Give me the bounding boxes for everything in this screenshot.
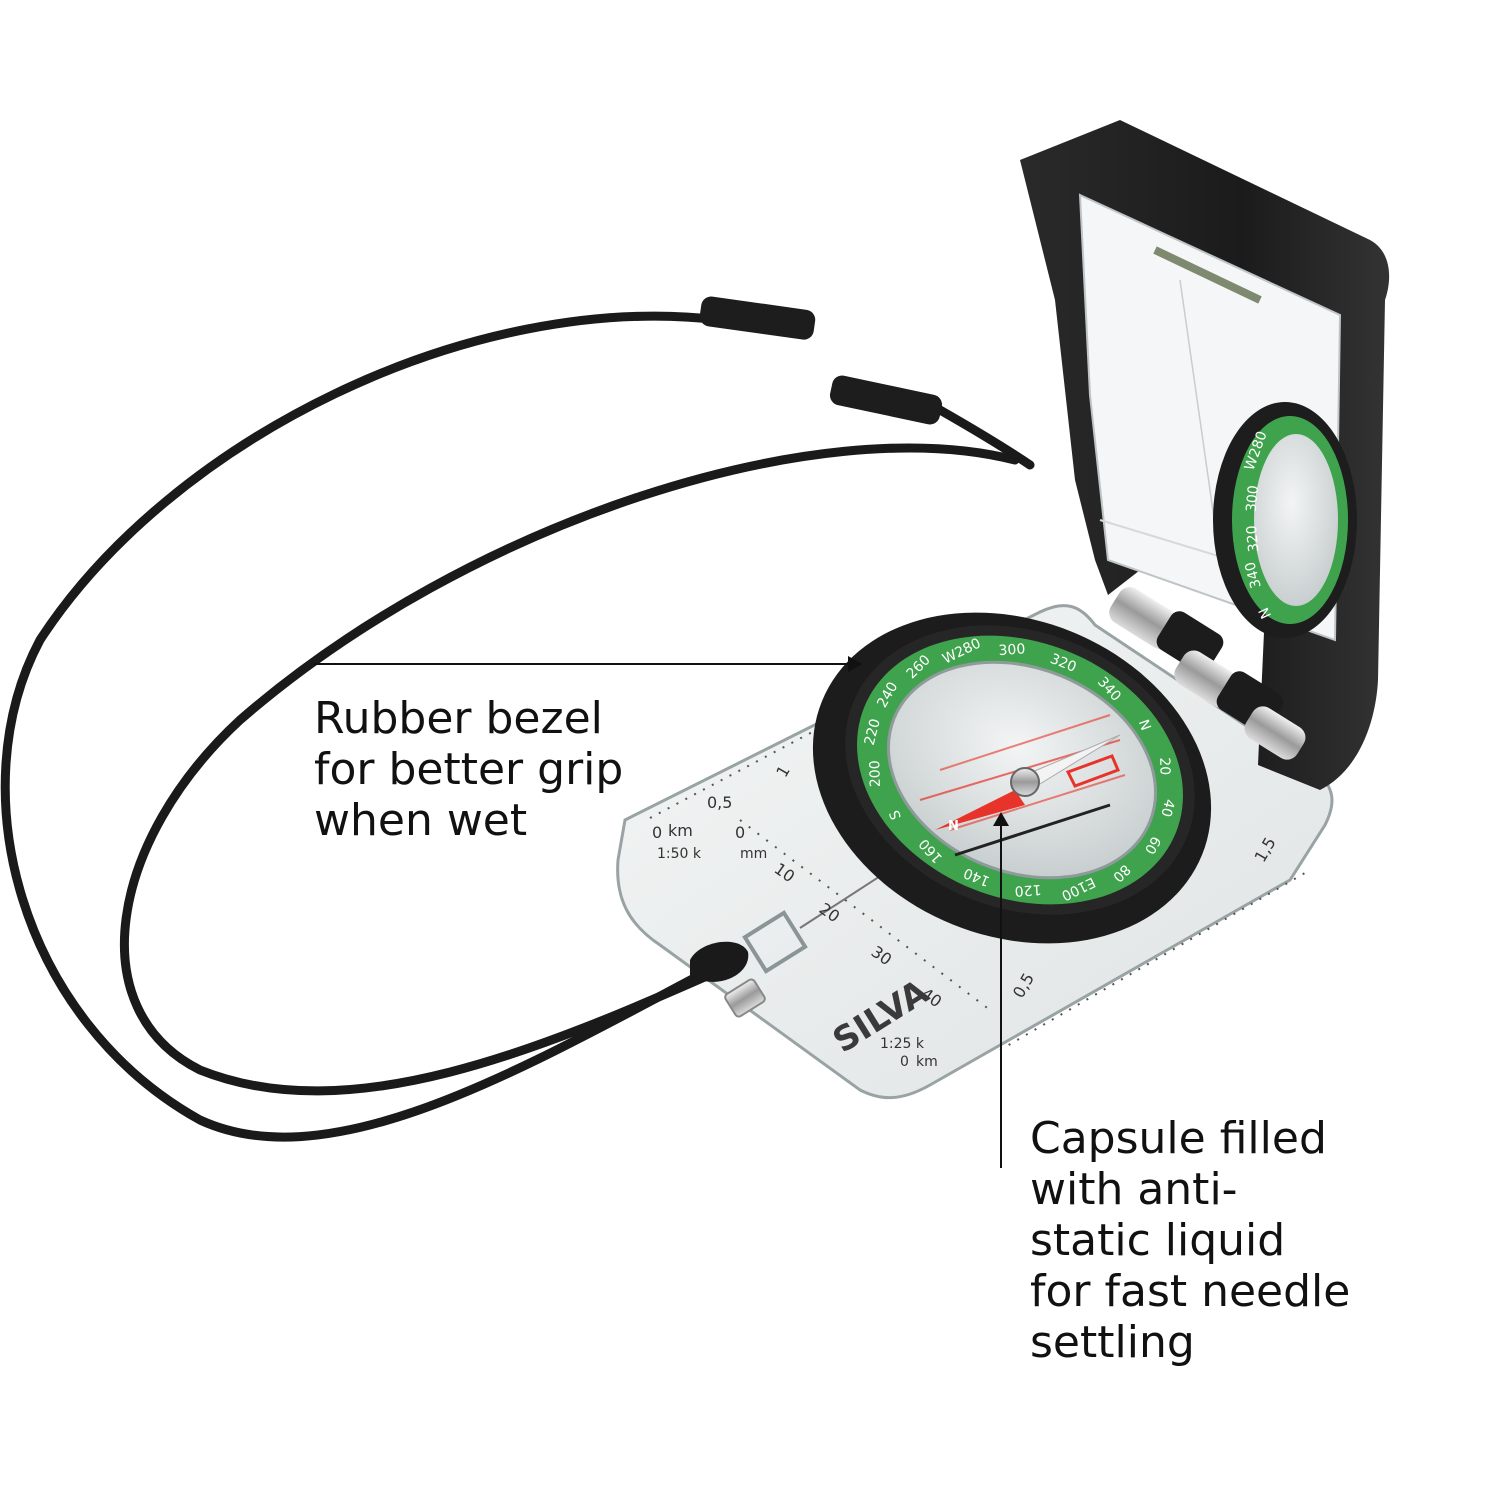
cord-knot — [690, 941, 749, 982]
arrow-right-icon — [848, 656, 862, 672]
capsule-callout-line-3: static liquid — [1030, 1215, 1286, 1266]
capsule-callout: Capsule filled with anti- static liquid … — [1030, 1113, 1350, 1368]
orienting-arrow — [1065, 754, 1120, 788]
lanyard-slot — [724, 910, 808, 1018]
needle-north-label: N — [948, 819, 959, 834]
capsule-callout-line-2: with anti- — [1030, 1164, 1238, 1215]
cord-end-caps — [699, 296, 943, 425]
mirror-bezel-label-340: 340 — [1242, 560, 1264, 590]
mirror-bezel-label-320: 320 — [1244, 525, 1262, 553]
bezel-degree-label: 300 — [998, 641, 1026, 659]
baseplate-km-unit: km — [668, 821, 693, 840]
baseplate-scale-top: 1:50 k — [657, 846, 702, 862]
bezel-degree-label: 60 — [1141, 833, 1164, 856]
baseplate-mm-zero: 0 — [735, 823, 745, 842]
compass-needle: N — [935, 734, 1121, 834]
mirror-lid: W280 300 320 340 N — [1020, 120, 1390, 790]
lanyard-cord — [0, 311, 1035, 1142]
bezel-callout-line-3: when wet — [314, 795, 528, 846]
lid-hinge — [1109, 587, 1306, 760]
arrow-up-icon — [993, 812, 1009, 826]
capsule-callout-line-4: for fast needle — [1030, 1266, 1351, 1317]
mirror-bezel-label-300: 300 — [1244, 485, 1262, 513]
bezel-callout: Rubber bezel for better grip when wet — [314, 693, 623, 846]
bezel-degree-label: 120 — [1014, 881, 1042, 899]
baseplate-half-mark: 0,5 — [707, 793, 732, 812]
bezel-callout-line-1: Rubber bezel — [314, 693, 603, 744]
bezel-degree-label: N — [1135, 718, 1154, 733]
capsule-callout-line-5: settling — [1030, 1317, 1195, 1368]
bezel-degree-label: 20 — [1156, 757, 1172, 775]
capsule-callout-line-1: Capsule filled — [1030, 1113, 1327, 1164]
needle-pivot — [1010, 767, 1040, 797]
mirror-bezel-reflection: W280 300 320 340 N — [1213, 402, 1357, 638]
bezel-degree-label: 220 — [862, 717, 884, 747]
bezel-degree-label: 200 — [867, 760, 884, 787]
baseplate-scale-bottom: 1:25 k — [880, 1036, 925, 1052]
baseplate-mm-unit: mm — [740, 846, 767, 862]
sighting-line — [1153, 246, 1262, 304]
callout-pointers — [314, 656, 1009, 1168]
bezel-callout-line-2: for better grip — [314, 744, 624, 795]
baseplate-bottom-km-zero: 0 — [900, 1054, 909, 1070]
baseplate-bottom-km-unit: km — [916, 1054, 938, 1070]
baseplate-km-zero: 0 — [652, 823, 662, 842]
bezel-degree-label: 40 — [1157, 797, 1177, 818]
